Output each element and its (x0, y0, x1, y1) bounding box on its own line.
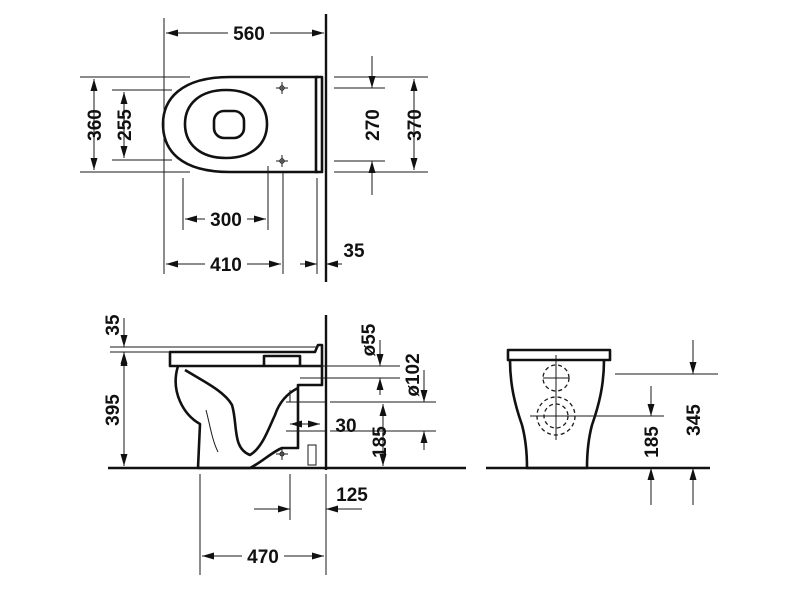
dim-plan-wall-gap: 35 (343, 241, 365, 262)
dim-plan-depth-outer: 360 (85, 109, 106, 141)
dim-side-outlet-height: 185 (370, 426, 391, 458)
dim-side-length: 470 (247, 547, 279, 568)
dim-plan-fixing-spacing: 270 (363, 109, 384, 141)
plan-cistern-edge (314, 75, 324, 174)
side-trap (184, 368, 299, 457)
front-view: 185 345 (486, 340, 718, 505)
dim-side-outlet-diameter: ø102 (403, 353, 424, 396)
side-bracket (307, 444, 317, 466)
side-fixing-bolt (276, 448, 288, 460)
dim-side-height: 395 (103, 394, 124, 426)
plan-fixing-point-bottom (276, 155, 288, 167)
dim-side-inlet-diameter: ø55 (359, 323, 380, 356)
side-view: 35 395 ø55 ø102 30 185 125 (103, 314, 466, 575)
plan-bowl-outline (161, 75, 318, 174)
plan-outlet-hole (212, 109, 246, 140)
side-bowl-body (174, 365, 324, 470)
dim-plan-fixing-offset: 300 (210, 210, 242, 231)
dim-side-outlet-offset: 30 (335, 416, 356, 437)
plan-fixing-point-top (276, 82, 288, 94)
dim-side-outlet-wall-distance: 125 (336, 485, 368, 506)
dim-plan-width: 560 (233, 24, 265, 45)
side-inlet (262, 354, 302, 366)
front-body (508, 359, 606, 470)
dim-plan-length: 410 (210, 255, 242, 276)
side-seat (168, 343, 324, 368)
front-seat (506, 348, 612, 362)
dim-plan-overall-depth: 370 (405, 109, 426, 141)
side-trap-inner (205, 409, 219, 453)
dim-side-seat-thickness: 35 (103, 314, 124, 336)
dim-front-inlet-height: 345 (684, 404, 705, 436)
plan-view: 560 360 255 270 370 300 410 (80, 14, 428, 282)
plan-inner-bowl (183, 88, 269, 160)
dim-front-outlet-height: 185 (642, 426, 663, 458)
dim-plan-depth-inner: 255 (115, 109, 136, 141)
